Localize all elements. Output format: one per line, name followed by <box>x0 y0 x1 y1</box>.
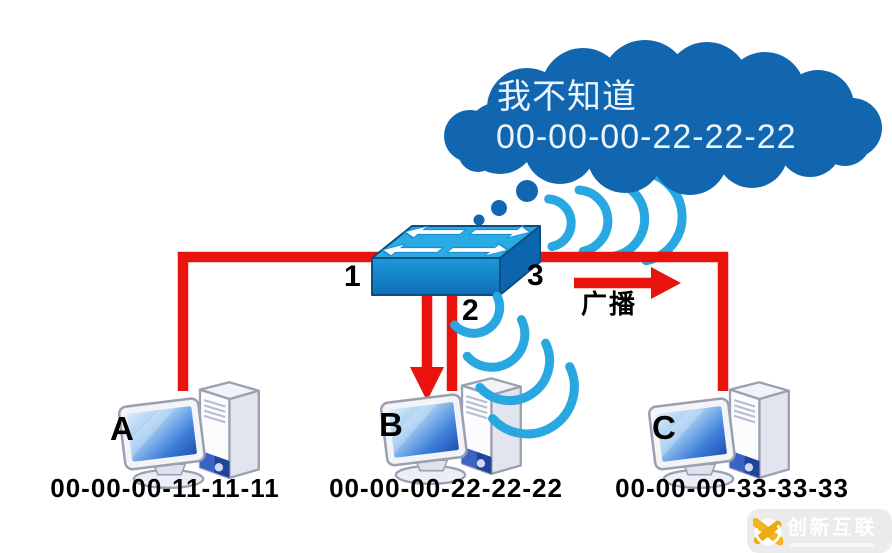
host-a-mac: 00-00-00-11-11-11 <box>50 473 280 503</box>
thought-bubble <box>516 180 538 202</box>
watermark-logo-icon <box>753 517 783 546</box>
broadcast-arrow <box>574 267 681 299</box>
watermark-brand: 创新互联 <box>787 517 877 539</box>
host-b-mac: 00-00-00-22-22-22 <box>329 473 563 503</box>
host-a-label: A <box>110 410 134 447</box>
thought-bubble <box>491 200 507 216</box>
port-1-label: 1 <box>344 260 361 293</box>
watermark: 创新互联 <box>747 509 892 553</box>
thought-cloud <box>444 40 882 195</box>
cloud-thought-line1: 我不知道 <box>497 78 637 116</box>
host-a-computer-icon <box>117 381 261 490</box>
broadcast-label: 广播 <box>581 289 638 319</box>
port-2-label: 2 <box>462 294 479 327</box>
thought-bubble <box>473 214 485 226</box>
host-c-label: C <box>652 409 676 446</box>
host-c-mac: 00-00-00-33-33-33 <box>615 473 849 503</box>
thought-bubbles <box>473 180 538 226</box>
watermark-subtext-bar <box>789 543 875 547</box>
cloud-thought-mac: 00-00-00-22-22-22 <box>496 118 797 156</box>
host-b-label: B <box>379 406 403 443</box>
switch-icon <box>371 225 541 296</box>
port-3-label: 3 <box>527 259 544 292</box>
